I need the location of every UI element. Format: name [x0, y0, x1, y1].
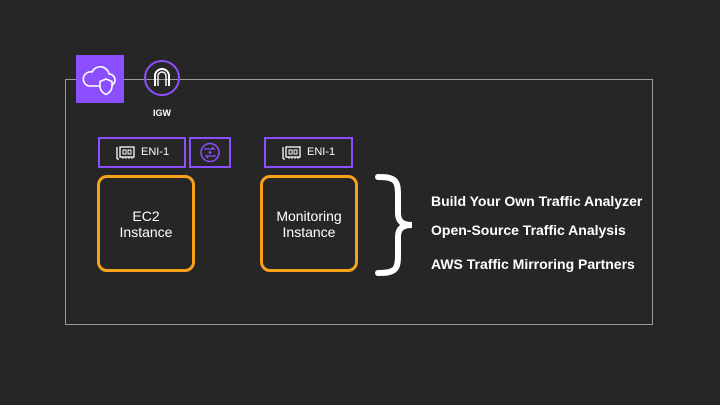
instance-name-line2: Instance: [282, 223, 336, 240]
curly-brace: [372, 173, 418, 277]
instance-name-line1: EC2: [132, 207, 160, 224]
option-build-analyzer: Build Your Own Traffic Analyzer: [431, 193, 643, 209]
network-interface-icon: [280, 145, 302, 161]
internet-gateway-icon: [143, 59, 181, 97]
instance-name-line1: Monitoring: [276, 207, 342, 224]
vpc-boundary: [65, 79, 653, 325]
igw-label: IGW: [153, 108, 171, 118]
option-open-source: Open-Source Traffic Analysis: [431, 222, 626, 238]
instance-name-line2: Instance: [119, 223, 173, 240]
eni-badge-monitoring: ENI-1: [264, 137, 353, 168]
cloud-shield-icon: [76, 55, 124, 103]
ec2-instance-box: EC2 Instance: [97, 175, 195, 272]
network-interface-icon: [114, 145, 136, 161]
traffic-mirroring-icon: [189, 137, 231, 168]
eni-label: ENI-1: [141, 146, 170, 158]
eni-label: ENI-1: [307, 146, 336, 158]
eni-badge-ec2: ENI-1: [98, 137, 186, 168]
monitoring-instance-box: Monitoring Instance: [260, 175, 358, 272]
option-partners: AWS Traffic Mirroring Partners: [431, 256, 635, 272]
